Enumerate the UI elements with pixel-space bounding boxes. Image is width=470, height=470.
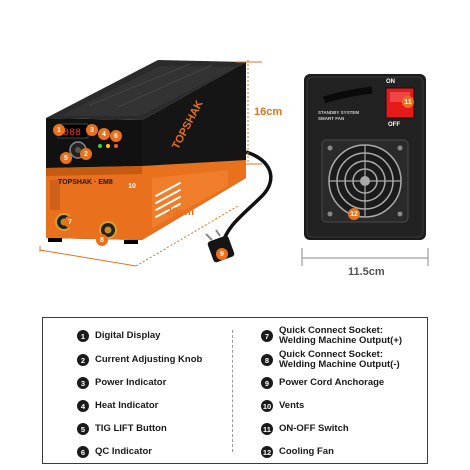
- legend-label: Vents: [279, 400, 305, 411]
- callout-marker: 4: [98, 128, 110, 140]
- legend-number: 10: [261, 400, 273, 412]
- legend-number: 11: [261, 423, 273, 435]
- callout-marker: 3: [86, 124, 98, 136]
- legend-item: 5 TIG LIFT Button: [77, 423, 167, 435]
- switch-off-label: OFF: [388, 122, 400, 128]
- callout-marker: 12: [348, 208, 360, 220]
- legend-item: 4 Heat Indicator: [77, 400, 158, 412]
- legend-number: 3: [77, 377, 89, 389]
- legend-item: 1 Digital Display: [77, 330, 160, 342]
- legend-label: Power Indicator: [95, 377, 167, 388]
- legend-number: 4: [77, 400, 89, 412]
- legend-number: 7: [261, 330, 273, 342]
- callout-marker: 8: [96, 234, 108, 246]
- legend-number: 9: [261, 377, 273, 389]
- legend-label: Quick Connect Socket: Welding Machine Ou…: [279, 325, 403, 346]
- length-dimension: 29cm: [166, 206, 195, 218]
- legend-label: Quick Connect Socket: Welding Machine Ou…: [279, 349, 400, 370]
- legend-label: TIG LIFT Button: [95, 423, 167, 434]
- callout-marker: 11: [402, 96, 414, 108]
- callout-marker: 9: [216, 248, 228, 260]
- width-dimension: 11.5cm: [348, 266, 385, 278]
- vents: [155, 182, 181, 218]
- legend-label: Cooling Fan: [279, 446, 334, 457]
- legend-item: 11 ON-OFF Switch: [261, 423, 349, 435]
- legend-number: 8: [261, 354, 273, 366]
- legend-divider: [232, 330, 233, 452]
- welder-drawing: 888 TOPSHAK · EM8: [39, 60, 429, 267]
- callout-marker: 1: [53, 124, 65, 136]
- legend-item: 8 Quick Connect Socket: Welding Machine O…: [261, 350, 400, 370]
- smart-fan-label: STANDBY SYSTEM SMART FAN: [318, 110, 360, 121]
- legend-item: 9 Power Cord Anchorage: [261, 377, 384, 389]
- cooling-fan: [321, 139, 409, 223]
- height-dimension: 16cm: [254, 106, 283, 118]
- legend-number: 2: [77, 354, 89, 366]
- callout-marker: 7: [64, 216, 76, 228]
- legend-label: Digital Display: [95, 330, 161, 341]
- legend-item: 12 Cooling Fan: [261, 446, 334, 458]
- callout-marker: 5: [60, 152, 72, 164]
- legend-item: 6 QC Indicator: [77, 446, 152, 458]
- rear-panel: [304, 74, 426, 240]
- callout-marker: 6: [110, 130, 122, 142]
- legend-number: 5: [77, 423, 89, 435]
- legend-number: 6: [77, 446, 89, 458]
- legend-item: 2 Current Adjusting Knob: [77, 354, 202, 366]
- legend-label: Current Adjusting Knob: [95, 354, 203, 365]
- legend-label: ON-OFF Switch: [279, 423, 349, 434]
- model-name: TOPSHAK · EM8: [58, 179, 113, 186]
- legend-item: 7 Quick Connect Socket: Welding Machine O…: [261, 326, 402, 346]
- switch-on-label: ON: [386, 79, 395, 85]
- welder-machine: 888 TOPSHAK · EM8: [46, 60, 246, 244]
- legend-label: QC Indicator: [95, 446, 153, 457]
- legend-item: 3 Power Indicator: [77, 377, 166, 389]
- legend-item: 10 Vents: [261, 400, 304, 412]
- svg-text:888: 888: [63, 128, 81, 139]
- legend-label: Power Cord Anchorage: [279, 377, 385, 388]
- legend-label: Heat Indicator: [95, 400, 159, 411]
- feature-legend: 1 Digital Display 2 Current Adjusting Knob 3…: [42, 317, 428, 464]
- callout-marker: 10: [126, 180, 138, 192]
- legend-number: 12: [261, 446, 273, 458]
- product-illustration: 888 TOPSHAK · EM8: [39, 60, 429, 278]
- legend-number: 1: [77, 330, 89, 342]
- dimension-lines: [39, 60, 429, 267]
- callout-marker: 2: [80, 148, 92, 160]
